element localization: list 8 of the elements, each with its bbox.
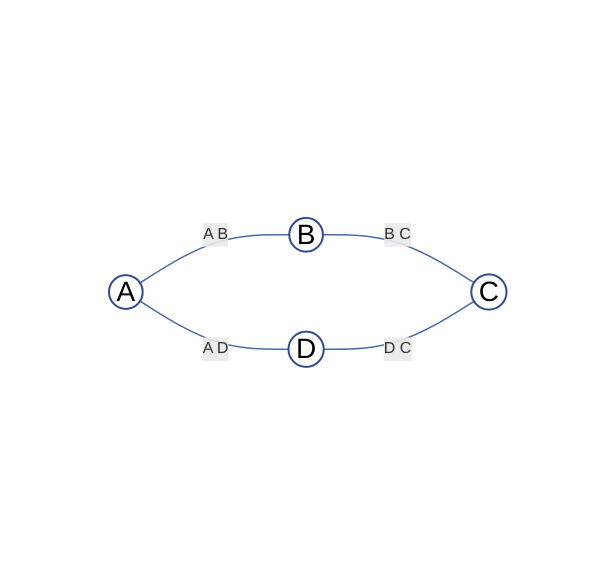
node-circle: D — [288, 330, 325, 368]
node-circle: C — [470, 273, 508, 311]
edge-label: A B — [203, 226, 228, 243]
node-circle: B — [288, 216, 324, 253]
edge-label: A D — [202, 340, 229, 358]
edge-label: D C — [384, 340, 412, 358]
edge-label: B C — [384, 226, 412, 243]
node-circle: A — [108, 274, 144, 310]
